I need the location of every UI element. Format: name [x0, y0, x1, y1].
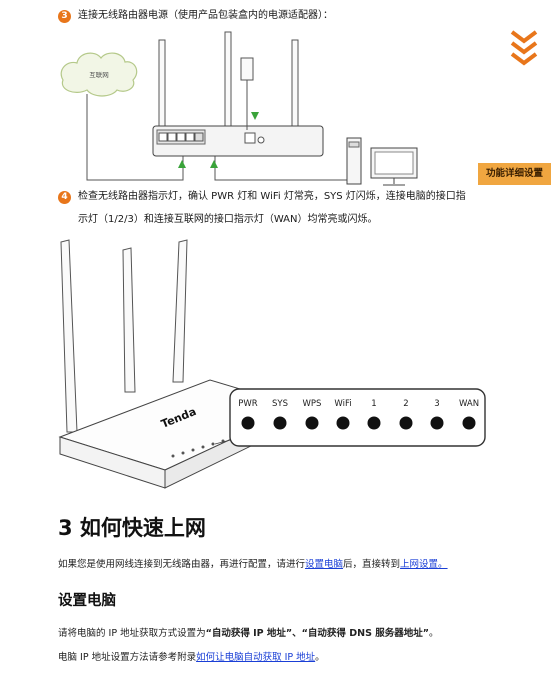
- led-label-wps: WPS: [303, 399, 322, 409]
- step-4-text-line2: 示灯（1/2/3）和连接互联网的接口指示灯（WAN）均常亮或闪烁。: [78, 214, 378, 225]
- intro-text: 如果您是使用网线连接到无线路由器，再进行配置，请进行: [58, 559, 306, 570]
- para1-bold-text: “自动获得 IP 地址”、“自动获得 DNS 服务器地址”: [205, 628, 429, 639]
- auto-ip-appendix-link[interactable]: 如何让电脑自动获取 IP 地址: [196, 652, 316, 663]
- para2-suffix: 。: [315, 652, 325, 663]
- router-connection-diagram: 互联网: [60, 31, 418, 186]
- step-3-text: 连接无线路由器电源（使用产品包装盒内的电源适配器）：: [78, 10, 333, 21]
- led-label-wifi: WiFi: [334, 399, 351, 409]
- set-computer-link[interactable]: 设置电脑: [305, 559, 344, 570]
- led-dot: [336, 416, 350, 430]
- led-label-port2: 2: [403, 399, 408, 409]
- led-dot: [241, 416, 255, 430]
- para2-text: 电脑 IP 地址设置方法请参考附录: [58, 652, 197, 663]
- section-heading: 3 如何快速上网: [58, 516, 206, 540]
- led-label-pwr: PWR: [238, 399, 258, 409]
- step-4-text-line1: 检查无线路由器指示灯，确认 PWR 灯和 WiFi 灯常亮，SYS 灯闪烁，连接…: [78, 191, 466, 202]
- internet-cloud-icon: [60, 52, 138, 97]
- scroll-down-chevrons-icon[interactable]: [509, 28, 539, 68]
- led-dot: [273, 416, 287, 430]
- step-number-badge: 3: [58, 10, 71, 23]
- led-indicators: [241, 416, 476, 430]
- led-dot: [430, 416, 444, 430]
- para1-text: 请将电脑的 IP 地址获取方式设置为: [58, 628, 206, 639]
- intro-paragraph: 如果您是使用网线连接到无线路由器，再进行配置，请进行设置电脑后，直接转到上网设置…: [58, 558, 448, 572]
- para1-suffix: 。: [428, 628, 439, 639]
- ip-reference-paragraph: 电脑 IP 地址设置方法请参考附录如何让电脑自动获取 IP 地址。: [58, 651, 325, 665]
- feature-settings-tab[interactable]: 功能详细设置: [478, 163, 551, 185]
- step-number-badge: 4: [58, 191, 71, 204]
- led-dot: [367, 416, 381, 430]
- led-dot: [399, 416, 413, 430]
- subsection-heading: 设置电脑: [58, 593, 116, 609]
- router-led-diagram: Tenda PWR SYS WPS WiFi 1 2 3 WAN: [58, 239, 486, 489]
- ip-setting-paragraph: 请将电脑的 IP 地址获取方式设置为“自动获得 IP 地址”、“自动获得 DNS…: [58, 627, 438, 641]
- cloud-label: 互联网: [89, 70, 109, 79]
- intro-text-middle: 后，直接转到: [343, 559, 401, 570]
- led-label-sys: SYS: [272, 399, 288, 409]
- led-dot: [305, 416, 319, 430]
- led-label-port3: 3: [434, 399, 439, 409]
- led-label-wan: WAN: [459, 399, 479, 409]
- internet-settings-link[interactable]: 上网设置。: [400, 559, 448, 570]
- led-label-port1: 1: [371, 399, 376, 409]
- led-dot: [462, 416, 476, 430]
